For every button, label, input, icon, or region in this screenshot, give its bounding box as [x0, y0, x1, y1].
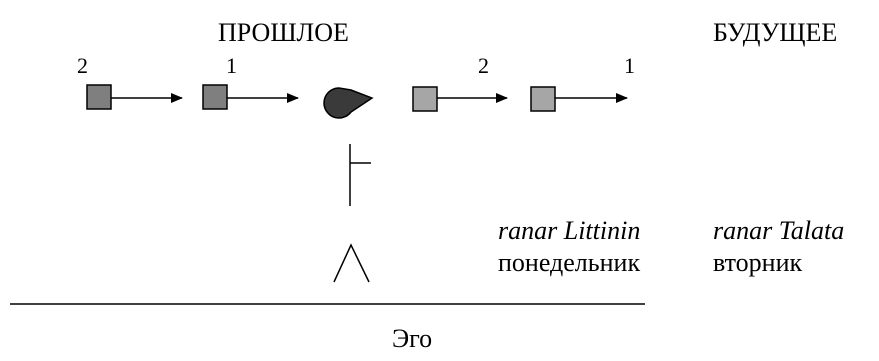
past-item-square-2	[86, 84, 112, 110]
ego-head	[323, 87, 374, 119]
ego-legs	[333, 243, 370, 283]
future-item-square-1	[530, 86, 556, 112]
day-name-tuesday: ranar Talata	[713, 216, 845, 245]
past-item-square-1	[202, 84, 228, 110]
sequence-number-past-1: 1	[226, 53, 237, 78]
heading-future: БУДУЩЕЕ	[713, 18, 838, 47]
day-translation-tuesday: вторник	[713, 248, 803, 277]
day-name-monday: ranar Littinin	[498, 216, 641, 245]
future-item-square-2	[412, 86, 438, 112]
sequence-number-past-2: 2	[77, 53, 88, 78]
ego-label: Эго	[392, 324, 433, 353]
sequence-number-future-2: 2	[478, 53, 489, 78]
sequence-number-future-1: 1	[624, 53, 635, 78]
day-translation-monday: понедельник	[498, 248, 641, 277]
heading-past: ПРОШЛОЕ	[218, 18, 349, 47]
